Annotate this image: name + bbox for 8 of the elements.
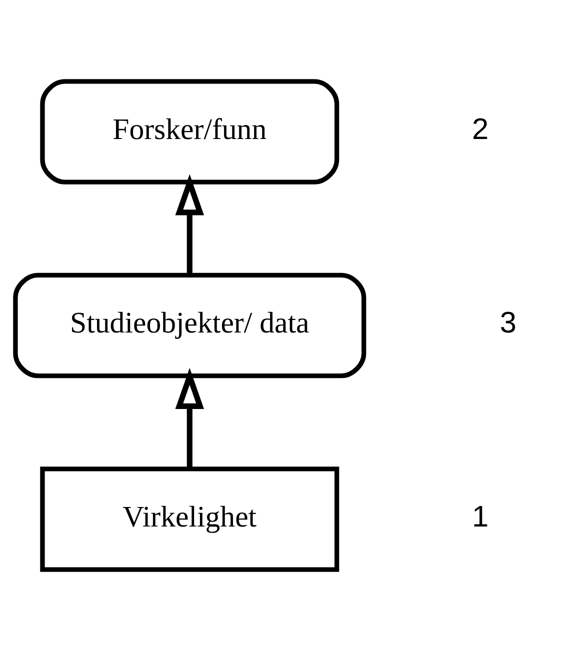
label: 3 (500, 306, 516, 340)
arrow (175, 174, 204, 275)
node-box: Virkelighet (40, 466, 340, 572)
label: 2 (472, 112, 489, 146)
label: 1 (472, 500, 489, 533)
node-box: Studieobjekter/ data (13, 272, 366, 378)
arrow (175, 367, 204, 468)
node-box: Forsker/funn (40, 78, 340, 184)
